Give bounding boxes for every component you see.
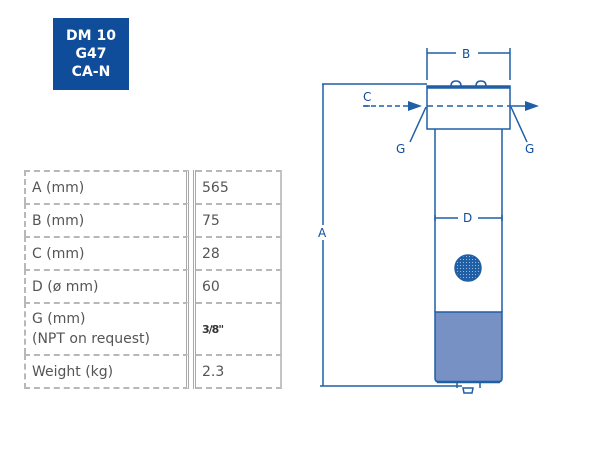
pressure-gauge-icon xyxy=(454,254,482,282)
spec-value-fraction: 3/8" xyxy=(202,322,224,336)
spec-row-weight: Weight (kg) 2.3 xyxy=(24,354,282,389)
arrow-inlet-icon xyxy=(408,101,422,111)
spec-value: 2.3 xyxy=(196,354,282,389)
spec-value: 75 xyxy=(196,203,282,236)
spec-label-line2: (NPT on request) xyxy=(32,331,150,347)
spec-table: A (mm) 565 B (mm) 75 C (mm) 28 D (ø mm) … xyxy=(24,170,282,389)
spec-label: G (mm) (NPT on request) xyxy=(24,302,189,354)
drain-valve xyxy=(456,383,481,394)
model-code: CA-N xyxy=(71,64,111,80)
spec-value: 28 xyxy=(196,236,282,269)
dimension-c-label: C xyxy=(363,90,371,104)
model-name: DM 10 xyxy=(66,28,116,44)
spec-value: 60 xyxy=(196,269,282,302)
dimension-g-right-label: G xyxy=(525,142,534,156)
dimension-d-label: D xyxy=(463,211,472,225)
spec-label: C (mm) xyxy=(24,236,189,269)
spec-row-a: A (mm) 565 xyxy=(24,170,282,203)
model-variant: G47 xyxy=(75,46,107,62)
spec-row-b: B (mm) 75 xyxy=(24,203,282,236)
dimension-b-label: B xyxy=(462,47,470,61)
arrow-outlet-icon xyxy=(525,101,539,111)
housing-head xyxy=(426,80,511,130)
spec-row-g: G (mm) (NPT on request) 3/8" xyxy=(24,302,282,354)
g-right-leader xyxy=(510,106,528,143)
dimension-a xyxy=(320,83,462,387)
spec-row-d: D (ø mm) 60 xyxy=(24,269,282,302)
spec-row-c: C (mm) 28 xyxy=(24,236,282,269)
dimension-a-label: A xyxy=(318,226,327,240)
dimension-b xyxy=(426,48,511,80)
spec-label: B (mm) xyxy=(24,203,189,236)
dimension-g-left-label: G xyxy=(396,142,405,156)
spec-label: Weight (kg) xyxy=(24,354,189,389)
g-left-leader xyxy=(409,106,427,143)
spec-value: 565 xyxy=(196,170,282,203)
spec-label-line1: G (mm) xyxy=(32,311,86,327)
model-badge: DM 10 G47 CA-N xyxy=(53,18,129,90)
spec-label: D (ø mm) xyxy=(24,269,189,302)
spec-label: A (mm) xyxy=(24,170,189,203)
spec-value: 3/8" xyxy=(196,302,282,354)
dimension-d xyxy=(434,215,503,221)
filter-bowl xyxy=(434,311,503,383)
